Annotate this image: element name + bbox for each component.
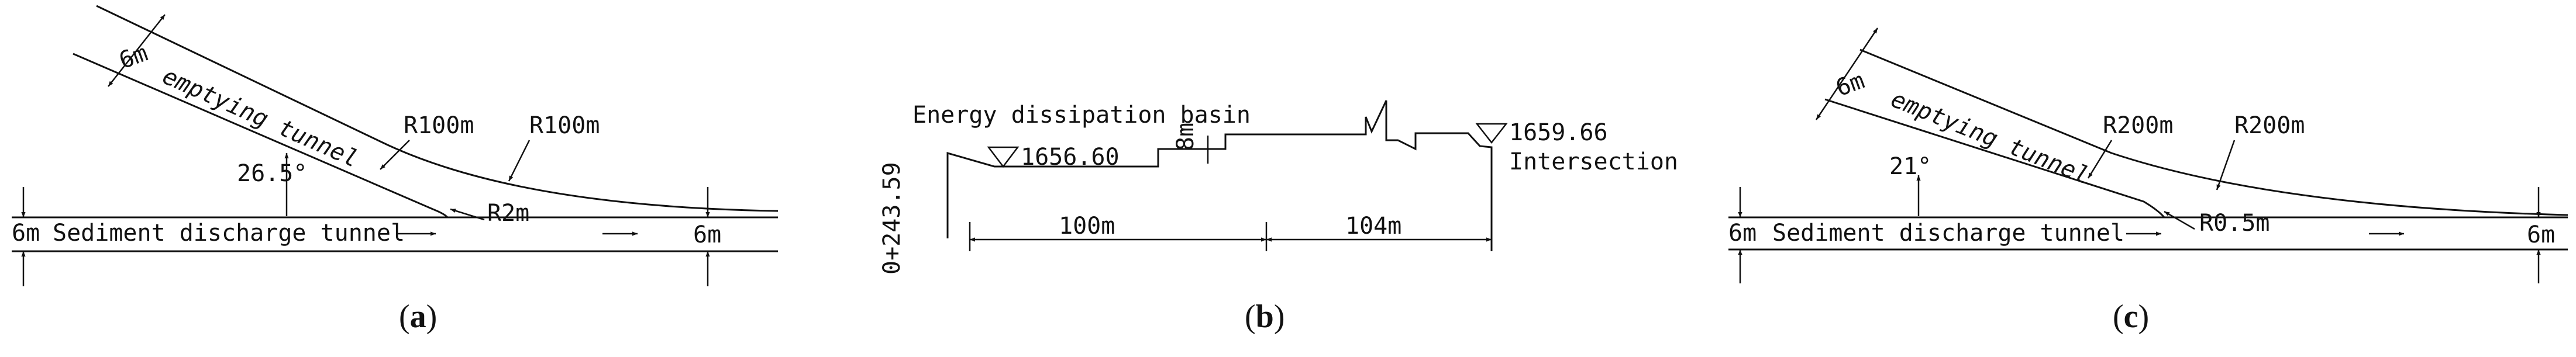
longitudinal-profile — [946, 100, 1493, 251]
leader-radius-small — [2164, 210, 2195, 230]
label-radius-outer: R200m — [2234, 112, 2305, 139]
leader-radius-outer — [2216, 140, 2236, 190]
label-radius-small: R2m — [487, 200, 529, 227]
leader-radius-inner — [2087, 140, 2113, 179]
label-elev-right: 1659.66 — [1509, 119, 1608, 146]
panel-a: 6m emptying tunnel R100m R100m 26.5° R2m… — [12, 5, 779, 335]
leader-radius-inner — [380, 140, 410, 170]
label-len-left: 100m — [1059, 213, 1115, 240]
emptying-tunnel-lower-wall — [1824, 98, 2165, 218]
panel-b: Energy dissipation basin 1656.60 8m 1659… — [879, 100, 1678, 335]
label-step: 8m — [1172, 123, 1199, 151]
label-angle: 26.5° — [237, 160, 307, 187]
panel-c: 6m emptying tunnel R200m R200m 21° R0.5m… — [1728, 27, 2568, 335]
caption-b: (b) — [1245, 299, 1284, 335]
elevation-marker-left — [987, 146, 1020, 168]
label-radius-outer: R100m — [529, 112, 600, 139]
label-radius-inner: R200m — [2103, 112, 2173, 139]
label-width-left: 6m — [12, 220, 40, 247]
emptying-tunnel-upper-wall — [1859, 48, 2568, 216]
label-elev-left: 1656.60 — [1021, 144, 1120, 171]
leader-radius-small — [450, 208, 485, 221]
label-len-right: 104m — [1345, 213, 1401, 240]
label-basin: Energy dissipation basin — [912, 102, 1251, 129]
emptying-tunnel-lower-wall — [73, 53, 449, 219]
label-station: 0+243.59 — [879, 162, 905, 275]
label-radius-inner: R100m — [404, 112, 474, 139]
label-width-right: 6m — [693, 221, 721, 248]
caption-c: (c) — [2113, 299, 2149, 335]
label-width-right: 6m — [2527, 221, 2555, 248]
label-sediment-tunnel: Sediment discharge tunnel — [1772, 220, 2124, 247]
width-dimension-top — [108, 14, 166, 87]
label-radius-small: R0.5m — [2199, 210, 2270, 237]
leader-radius-outer — [508, 140, 531, 182]
label-width-left: 6m — [1728, 220, 1757, 247]
elevation-marker-right — [1475, 123, 1508, 144]
label-intersection: Intersection — [1509, 148, 1678, 175]
emptying-tunnel-upper-wall — [96, 5, 779, 212]
caption-a: (a) — [399, 299, 437, 335]
label-sediment-tunnel: Sediment discharge tunnel — [53, 220, 405, 247]
label-width-top: 6m — [1833, 67, 1868, 102]
width-dimension-top — [1815, 27, 1879, 120]
label-angle: 21° — [1889, 153, 1931, 180]
